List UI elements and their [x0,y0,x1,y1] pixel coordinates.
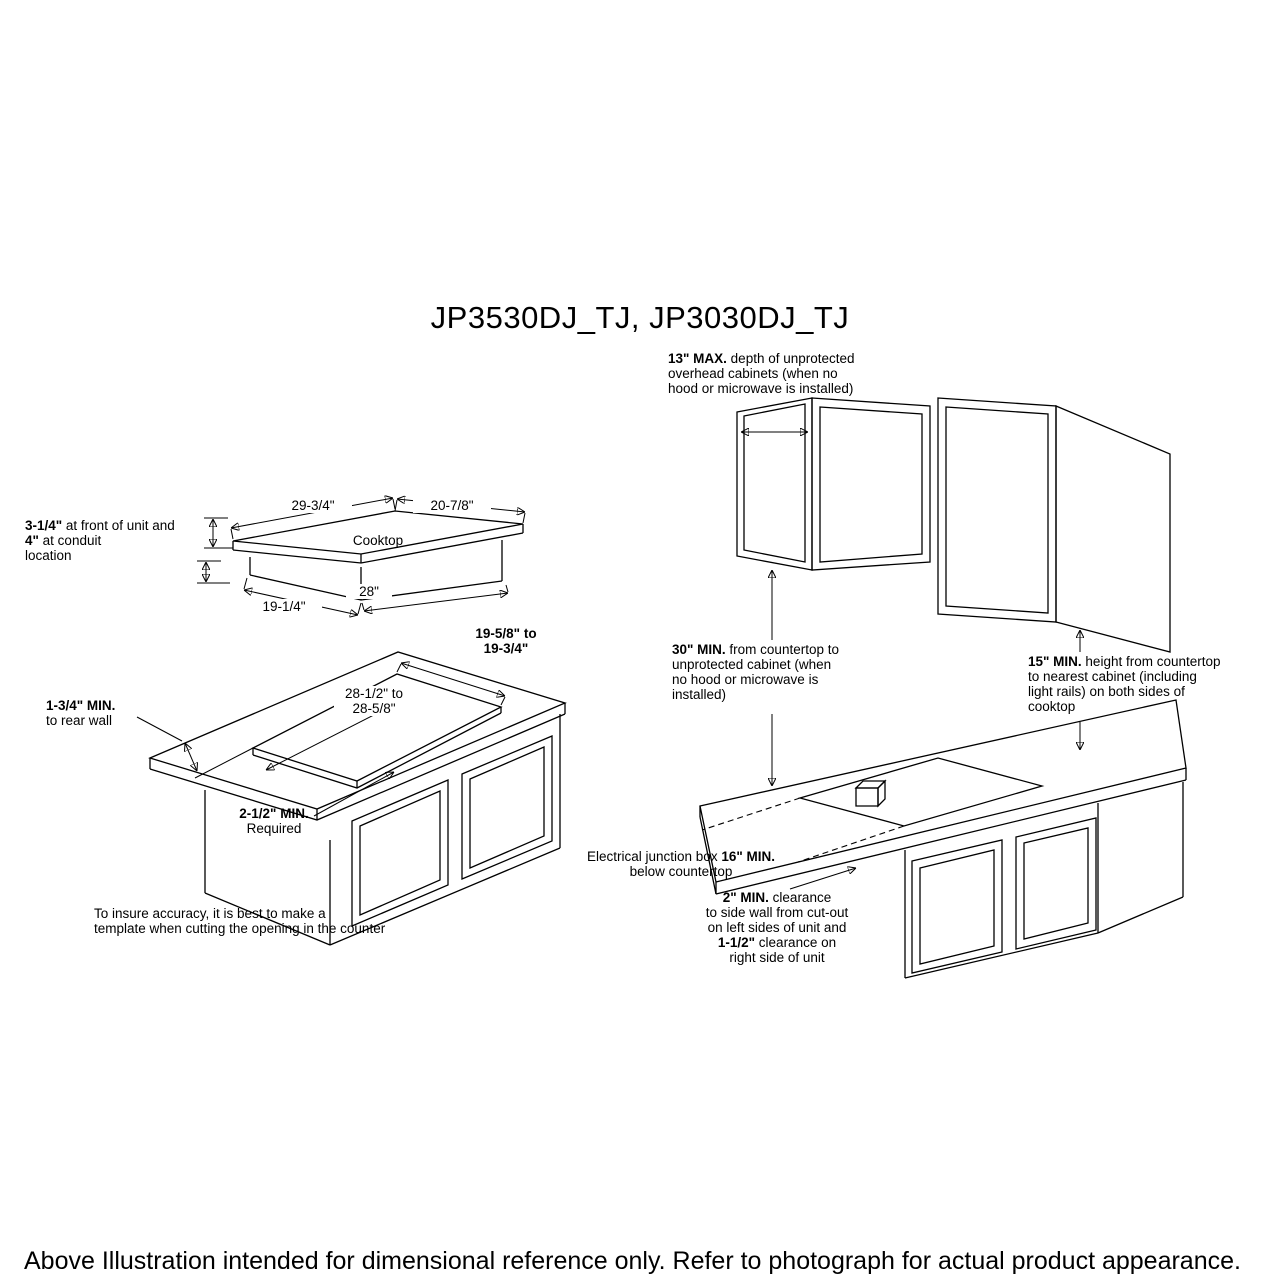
dim-top-width-label: 29-3/4" [274,498,352,513]
dim-base-width-label: 28" [346,584,392,599]
junction-box [854,779,887,808]
cutout-width-dim-label: 28-1/2" to 28-5/8" [334,686,414,716]
counter-cutout-drawing [136,651,567,946]
rear-wall-clearance-label: 1-3/4" MIN. to rear wall [46,698,116,728]
installation-drawing [699,397,1187,979]
disclaimer-footer: Above Illustration intended for dimensio… [24,1247,1241,1275]
overhead-cabinet-note: 13" MAX. depth of unprotected overhead c… [668,351,855,396]
cooktop-surface-label: Cooktop [352,533,404,548]
dim-base-depth-label: 19-1/4" [246,599,322,614]
page-title: JP3530DJ_TJ, JP3030DJ_TJ [430,300,850,335]
countertop-30in-note: 30" MIN. from countertop to unprotected … [672,642,839,702]
side-cabinet-15in-note: 15" MIN. height from countertop to neare… [1028,654,1221,714]
cutout-depth-dim-label: 19-5/8" to 19-3/4" [475,626,537,656]
front-clearance-label: 2-1/2" MIN. Required [239,806,309,836]
template-note: To insure accuracy, it is best to make a… [94,906,386,936]
cooktop-height-note: 3-1/4" at front of unit and 4" at condui… [25,518,175,563]
side-wall-clearance-note: 2" MIN. clearance to side wall from cut-… [705,890,849,965]
dim-top-depth-label: 20-7/8" [413,498,491,513]
junction-box-note: Electrical junction box 16" MIN. below c… [587,849,775,879]
